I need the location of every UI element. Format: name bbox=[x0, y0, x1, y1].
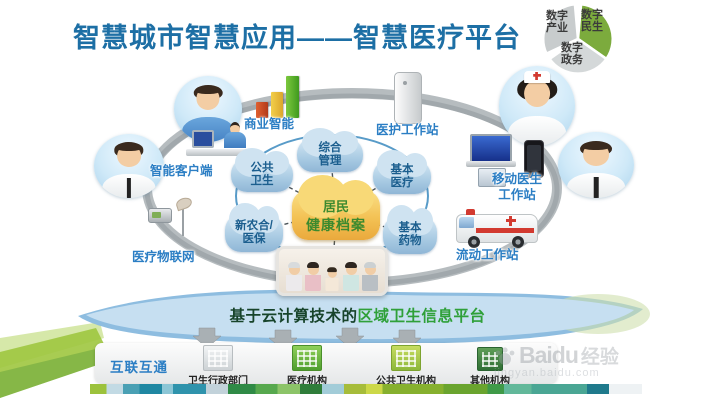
label-business-intelligence: 商业智能 bbox=[244, 117, 295, 131]
doctor-avatar-right bbox=[558, 132, 634, 198]
platform-banner: 基于云计算技术的区域卫生信息平台 bbox=[75, 304, 640, 326]
desktop-user-icon bbox=[186, 122, 266, 160]
org-other: 其他机构 bbox=[448, 345, 532, 387]
iot-devices-icon bbox=[146, 195, 210, 244]
org-health-admin: 卫生行政部门 bbox=[176, 345, 260, 387]
cloud-basic-drugs: 基本 药物 bbox=[383, 204, 437, 254]
down-arrow-icon bbox=[335, 327, 365, 349]
ambulance-icon bbox=[450, 206, 546, 256]
pie-label-industry: 数字 产业 bbox=[546, 10, 568, 35]
tablet-icon bbox=[478, 168, 506, 187]
green-band bbox=[0, 328, 112, 398]
cloud-management: 综合 管理 bbox=[297, 127, 363, 172]
page-title: 智慧城市智慧应用——智慧医疗平台 bbox=[73, 23, 521, 53]
public-health-building-icon bbox=[391, 345, 421, 371]
watermark-brand: Baidu bbox=[519, 342, 579, 368]
org-public-health: 公共卫生机构 bbox=[364, 345, 448, 387]
desk-icon bbox=[186, 149, 258, 156]
gov-building-icon bbox=[203, 345, 233, 371]
banner-highlight: 区域卫生信息平台 bbox=[357, 308, 486, 325]
watermark-suffix: 经验 bbox=[580, 347, 619, 368]
monitor-icon bbox=[192, 130, 214, 148]
group-photo bbox=[276, 246, 388, 296]
doctor-avatar-left bbox=[94, 134, 164, 198]
other-building-icon bbox=[477, 347, 503, 371]
cloud-resident-health-record: 居民 健康档案 bbox=[292, 175, 380, 240]
green-band-dark bbox=[0, 346, 112, 398]
red-cross-icon bbox=[506, 216, 516, 226]
watermark-url: jingyan.baidu.com bbox=[494, 367, 600, 379]
nurse-avatar bbox=[499, 66, 575, 146]
watermark: Baidu 经验 jingyan.baidu.com bbox=[494, 342, 619, 379]
label-mobile-workstation: 流动工作站 bbox=[456, 248, 519, 262]
down-arrow-icon bbox=[192, 327, 222, 349]
label-medical-iot: 医疗物联网 bbox=[132, 250, 195, 264]
pie-segment-government bbox=[547, 37, 609, 75]
bar-chart-icon bbox=[254, 74, 308, 118]
banner-wave-inner bbox=[86, 293, 634, 340]
cloud-basic-medical: 基本 医疗 bbox=[373, 149, 431, 194]
interconnect-label: 互联互通 bbox=[110, 360, 168, 375]
label-nurse-workstation: 医护工作站 bbox=[376, 123, 439, 137]
mobile-devices-icon bbox=[466, 134, 548, 196]
decorative-color-strip bbox=[90, 384, 642, 394]
banner-prefix: 基于云计算技术的 bbox=[229, 308, 358, 325]
pie-segment-livelihood bbox=[576, 2, 615, 61]
label-mobile-doctor-workstation: 移动医生 工作站 bbox=[491, 172, 542, 202]
smartphone-icon bbox=[524, 140, 544, 178]
red-cross-icon bbox=[533, 71, 541, 80]
paw-icon bbox=[495, 346, 515, 365]
label-smart-client: 智能客户端 bbox=[150, 164, 213, 178]
pie-segment-industry bbox=[541, 2, 580, 56]
cloud-insurance: 新农合/ 医保 bbox=[225, 202, 283, 252]
digital-pie-chart bbox=[541, 2, 615, 75]
pie-label-government: 数字 政务 bbox=[561, 42, 583, 67]
laptop-icon bbox=[470, 134, 512, 163]
server-icon bbox=[394, 72, 422, 124]
institutions-bar: 互联互通 卫生行政部门 医疗机构 公共卫生机构 其他机构 bbox=[95, 343, 557, 387]
hospital-building-icon bbox=[292, 345, 322, 371]
cloud-public-health: 公共 卫生 bbox=[231, 147, 293, 192]
pie-label-livelihood: 数字 民生 bbox=[581, 9, 603, 34]
org-medical: 医疗机构 bbox=[265, 345, 349, 387]
